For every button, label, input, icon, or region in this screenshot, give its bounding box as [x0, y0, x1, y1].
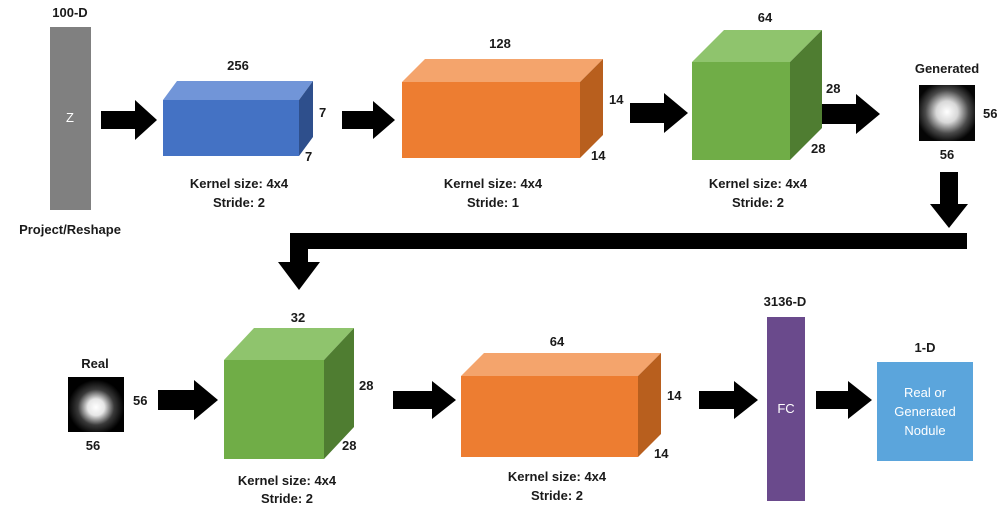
arrow-right-icon	[101, 100, 157, 140]
gen-block-3-width: 28	[811, 141, 825, 156]
gen-block-3-kernel: Kernel size: 4x4	[709, 176, 808, 191]
gen-block-2-stride: Stride: 1	[467, 195, 519, 210]
arrow-down-icon	[278, 233, 320, 290]
disc-block-1	[224, 328, 354, 459]
generated-width: 56	[983, 106, 997, 121]
project-reshape-label: Project/Reshape	[19, 222, 121, 237]
arrow-right-icon	[630, 93, 688, 133]
z-text: Z	[66, 110, 74, 125]
gen-block-1-channels: 256	[227, 58, 249, 73]
disc-block-1-top	[224, 328, 354, 360]
arrow-down-icon	[930, 172, 968, 228]
disc-block-1-stride: Stride: 2	[261, 491, 313, 506]
gen-block-1	[163, 81, 313, 156]
arrow-right-icon	[342, 101, 395, 139]
arrow-right-icon	[816, 381, 872, 419]
arrow-right-icon	[158, 380, 218, 420]
disc-block-1-front	[224, 360, 324, 459]
output-line-2: Generated	[894, 404, 955, 419]
real-title: Real	[81, 356, 108, 371]
gen-block-3-side	[790, 30, 822, 160]
disc-block-1-kernel: Kernel size: 4x4	[238, 473, 337, 488]
output-box	[877, 362, 973, 461]
generated-title: Generated	[915, 61, 979, 76]
arrow-right-icon	[699, 381, 758, 419]
real-height: 56	[86, 438, 100, 453]
z-dim-label: 100-D	[52, 5, 87, 20]
disc-block-1-width: 28	[342, 438, 356, 453]
gen-block-2-channels: 128	[489, 36, 511, 51]
gen-block-2-front	[402, 82, 580, 158]
gen-block-1-side	[299, 81, 313, 156]
gen-block-3-height: 28	[826, 81, 840, 96]
output-dim-label: 1-D	[915, 340, 936, 355]
gen-block-2-height: 14	[609, 92, 624, 107]
disc-block-2-kernel: Kernel size: 4x4	[508, 469, 607, 484]
fc-dim-label: 3136-D	[764, 294, 807, 309]
gen-block-2-top	[402, 59, 603, 82]
arrow-right-icon	[822, 94, 880, 134]
gen-block-3-stride: Stride: 2	[732, 195, 784, 210]
disc-block-2-height: 14	[667, 388, 682, 403]
fc-bar	[767, 317, 805, 501]
z-vector-bar	[50, 27, 91, 210]
disc-block-2-front	[461, 376, 638, 457]
fc-text: FC	[777, 401, 794, 416]
gen-block-3	[692, 30, 822, 160]
gen-block-2-width: 14	[591, 148, 606, 163]
disc-block-2-top	[461, 353, 661, 376]
generated-nodule-image	[919, 85, 975, 141]
generated-height: 56	[940, 147, 954, 162]
arrow-right-icon	[393, 381, 456, 419]
gen-block-1-stride: Stride: 2	[213, 195, 265, 210]
gen-block-3-top	[692, 30, 822, 62]
disc-block-1-side	[324, 328, 354, 459]
real-width: 56	[133, 393, 147, 408]
gen-block-1-width: 7	[305, 149, 312, 164]
disc-block-2-channels: 64	[550, 334, 565, 349]
gen-block-1-top	[163, 81, 313, 100]
output-line-3: Nodule	[904, 423, 945, 438]
output-line-1: Real or	[904, 385, 947, 400]
disc-block-2	[461, 353, 661, 457]
gen-block-1-front	[163, 100, 299, 156]
disc-block-2-stride: Stride: 2	[531, 488, 583, 503]
gen-block-2-kernel: Kernel size: 4x4	[444, 176, 543, 191]
gen-block-2-side	[580, 59, 603, 158]
disc-block-1-channels: 32	[291, 310, 305, 325]
disc-block-2-side	[638, 353, 661, 457]
disc-block-2-width: 14	[654, 446, 669, 461]
gen-block-2	[402, 59, 603, 158]
connector-bar	[290, 233, 967, 249]
gen-block-1-kernel: Kernel size: 4x4	[190, 176, 289, 191]
gen-block-3-channels: 64	[758, 10, 773, 25]
gen-block-1-height: 7	[319, 105, 326, 120]
real-nodule-image	[68, 377, 124, 432]
gen-block-3-front	[692, 62, 790, 160]
disc-block-1-height: 28	[359, 378, 373, 393]
